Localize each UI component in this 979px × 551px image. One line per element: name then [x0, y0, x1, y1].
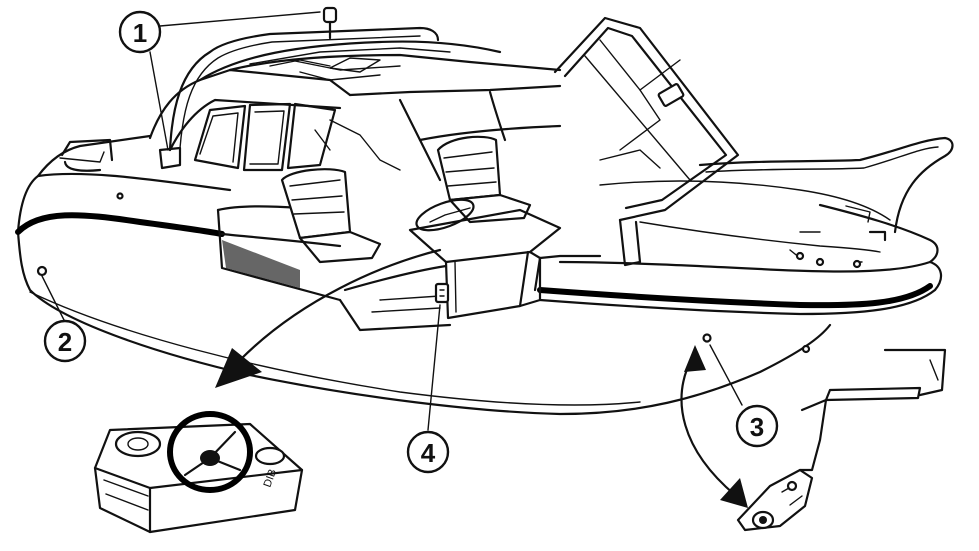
- dashboard-marking: DIB: [262, 468, 280, 489]
- callout-1-label: 1: [133, 18, 147, 48]
- arrow-tail-icon: [684, 345, 706, 372]
- callout-1: 1: [118, 10, 162, 54]
- dashboard-inset: DIB: [93, 411, 304, 534]
- hull: [15, 172, 943, 416]
- callout-3: 3: [735, 404, 779, 448]
- callout-leaders: [41, 11, 743, 431]
- arrow-head-icon: [215, 348, 262, 388]
- cockpit: [220, 90, 602, 332]
- gauge-icon: [114, 430, 162, 458]
- masthead-light: [322, 6, 338, 24]
- cabin: [148, 6, 562, 172]
- arrows: [215, 248, 748, 508]
- transom: [36, 134, 152, 200]
- callout-2-label: 2: [58, 327, 72, 357]
- drain-plug-detail: [736, 468, 814, 532]
- hull-fitting: [702, 333, 712, 343]
- callout-4-label: 4: [421, 438, 436, 468]
- transom-bracket: [798, 348, 947, 472]
- steering-wheel-icon: [167, 411, 253, 493]
- hull-drain-plug: [36, 265, 48, 277]
- battery-switch: [434, 282, 450, 304]
- callout-3-label: 3: [750, 412, 764, 442]
- folding-windshield: [553, 16, 740, 267]
- bow-rail: [698, 136, 954, 269]
- callout-4: 4: [406, 430, 450, 474]
- hull-fitting-2: [801, 344, 811, 354]
- arrow-head-icon-2: [720, 478, 748, 508]
- callout-2: 2: [43, 319, 87, 363]
